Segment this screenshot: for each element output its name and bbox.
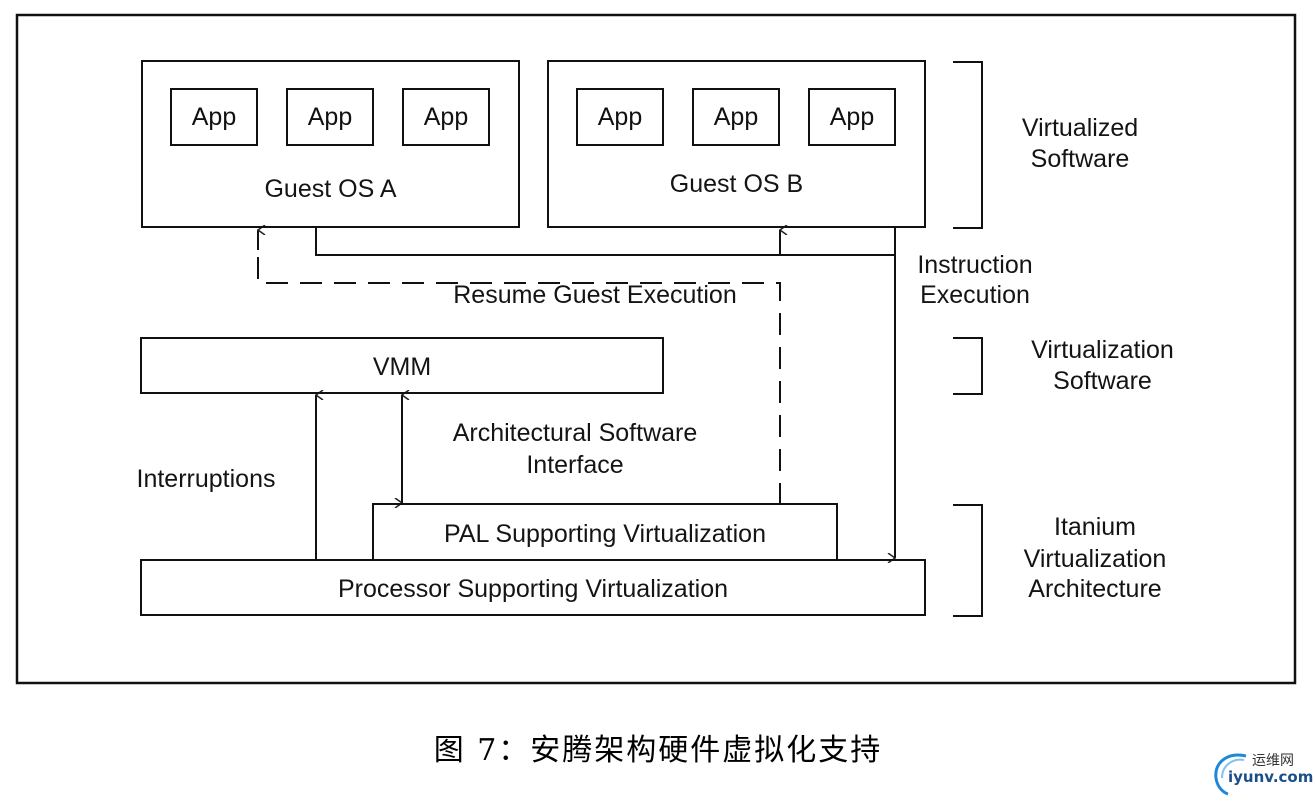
bracket-virtualization-software — [953, 337, 983, 395]
architectural-interface-label-line1: Architectural Software — [452, 419, 698, 447]
vmm-box — [140, 337, 664, 394]
guest-os-b-app-2: App — [692, 88, 780, 146]
bracket-virtualized-software — [953, 61, 983, 229]
watermark: 运维网 iyunv.com — [1210, 748, 1316, 796]
guest-os-a-box — [141, 60, 520, 228]
guest-os-b-app-1: App — [576, 88, 664, 146]
bracket-itanium-architecture — [953, 504, 983, 617]
virtualized-software-label-line1: Virtualized — [1021, 114, 1139, 142]
outer-frame — [15, 13, 1297, 685]
processor-label: Processor Supporting Virtualization — [337, 575, 729, 603]
pal-label: PAL Supporting Virtualization — [444, 520, 766, 548]
vmm-label: VMM — [372, 353, 432, 381]
guest-os-a-app-3: App — [402, 88, 490, 146]
watermark-text-cn: 运维网 — [1252, 753, 1294, 769]
guest-os-b-label: Guest OS B — [669, 170, 804, 198]
virtualization-software-label-line2: Software — [1053, 367, 1152, 395]
processor-box — [140, 559, 926, 616]
guest-os-b-app-3: App — [808, 88, 896, 146]
instruction-execution-label-line2: Execution — [920, 281, 1030, 309]
guest-os-a-app-2: App — [286, 88, 374, 146]
virtualized-software-label-line2: Software — [1030, 145, 1130, 173]
resume-guest-execution-label: Resume Guest Execution — [453, 281, 737, 309]
architectural-interface-label-line2: Interface — [526, 451, 624, 479]
guest-os-b-box — [547, 60, 926, 228]
watermark-text-en: iyunv.com — [1228, 768, 1314, 786]
resume-guest-execution-arrow — [257, 232, 781, 505]
guest-os-a-label: Guest OS A — [264, 175, 397, 203]
itanium-architecture-label-line3: Architecture — [1028, 575, 1162, 603]
interruptions-label: Interruptions — [136, 465, 276, 493]
figure-caption: 图 7：安腾架构硬件虚拟化支持 — [433, 733, 883, 768]
guest-os-a-app-1: App — [170, 88, 258, 146]
virtualization-software-label-line1: Virtualization — [1031, 336, 1174, 364]
swirl-logo-icon — [1214, 753, 1247, 796]
itanium-architecture-label-line2: Virtualization — [1023, 545, 1167, 573]
itanium-architecture-label-line1: Itanium — [1054, 513, 1136, 541]
instruction-execution-path — [315, 228, 895, 256]
instruction-execution-label-line1: Instruction — [917, 251, 1033, 279]
